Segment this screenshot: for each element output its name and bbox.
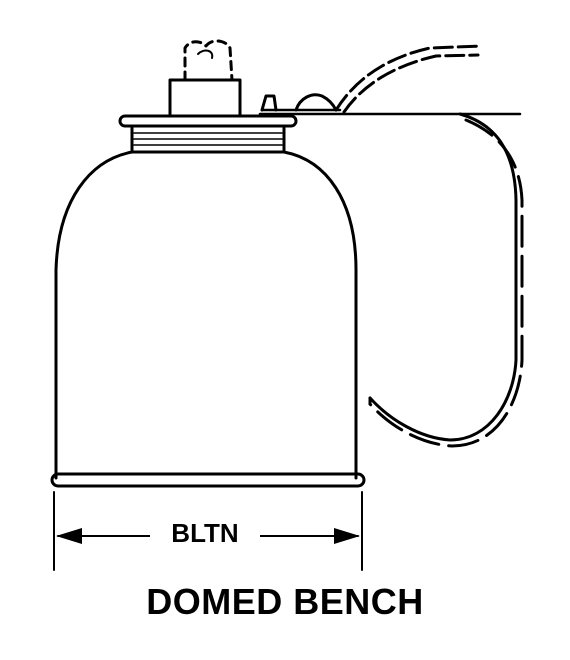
dimension-arrow-right: [334, 528, 360, 544]
handle: [368, 112, 518, 442]
thumb-lever: [294, 93, 338, 112]
dimension-label: BLTN: [150, 518, 260, 548]
lever-arm: [334, 44, 484, 112]
diagram-caption: DOMED BENCH: [146, 581, 424, 622]
pump-top: [183, 39, 234, 82]
pump-block: [168, 78, 242, 118]
can-body: [54, 150, 358, 480]
hinge: [260, 94, 278, 112]
bottom-rim: [50, 472, 366, 488]
dimension-arrow-left: [56, 528, 82, 544]
